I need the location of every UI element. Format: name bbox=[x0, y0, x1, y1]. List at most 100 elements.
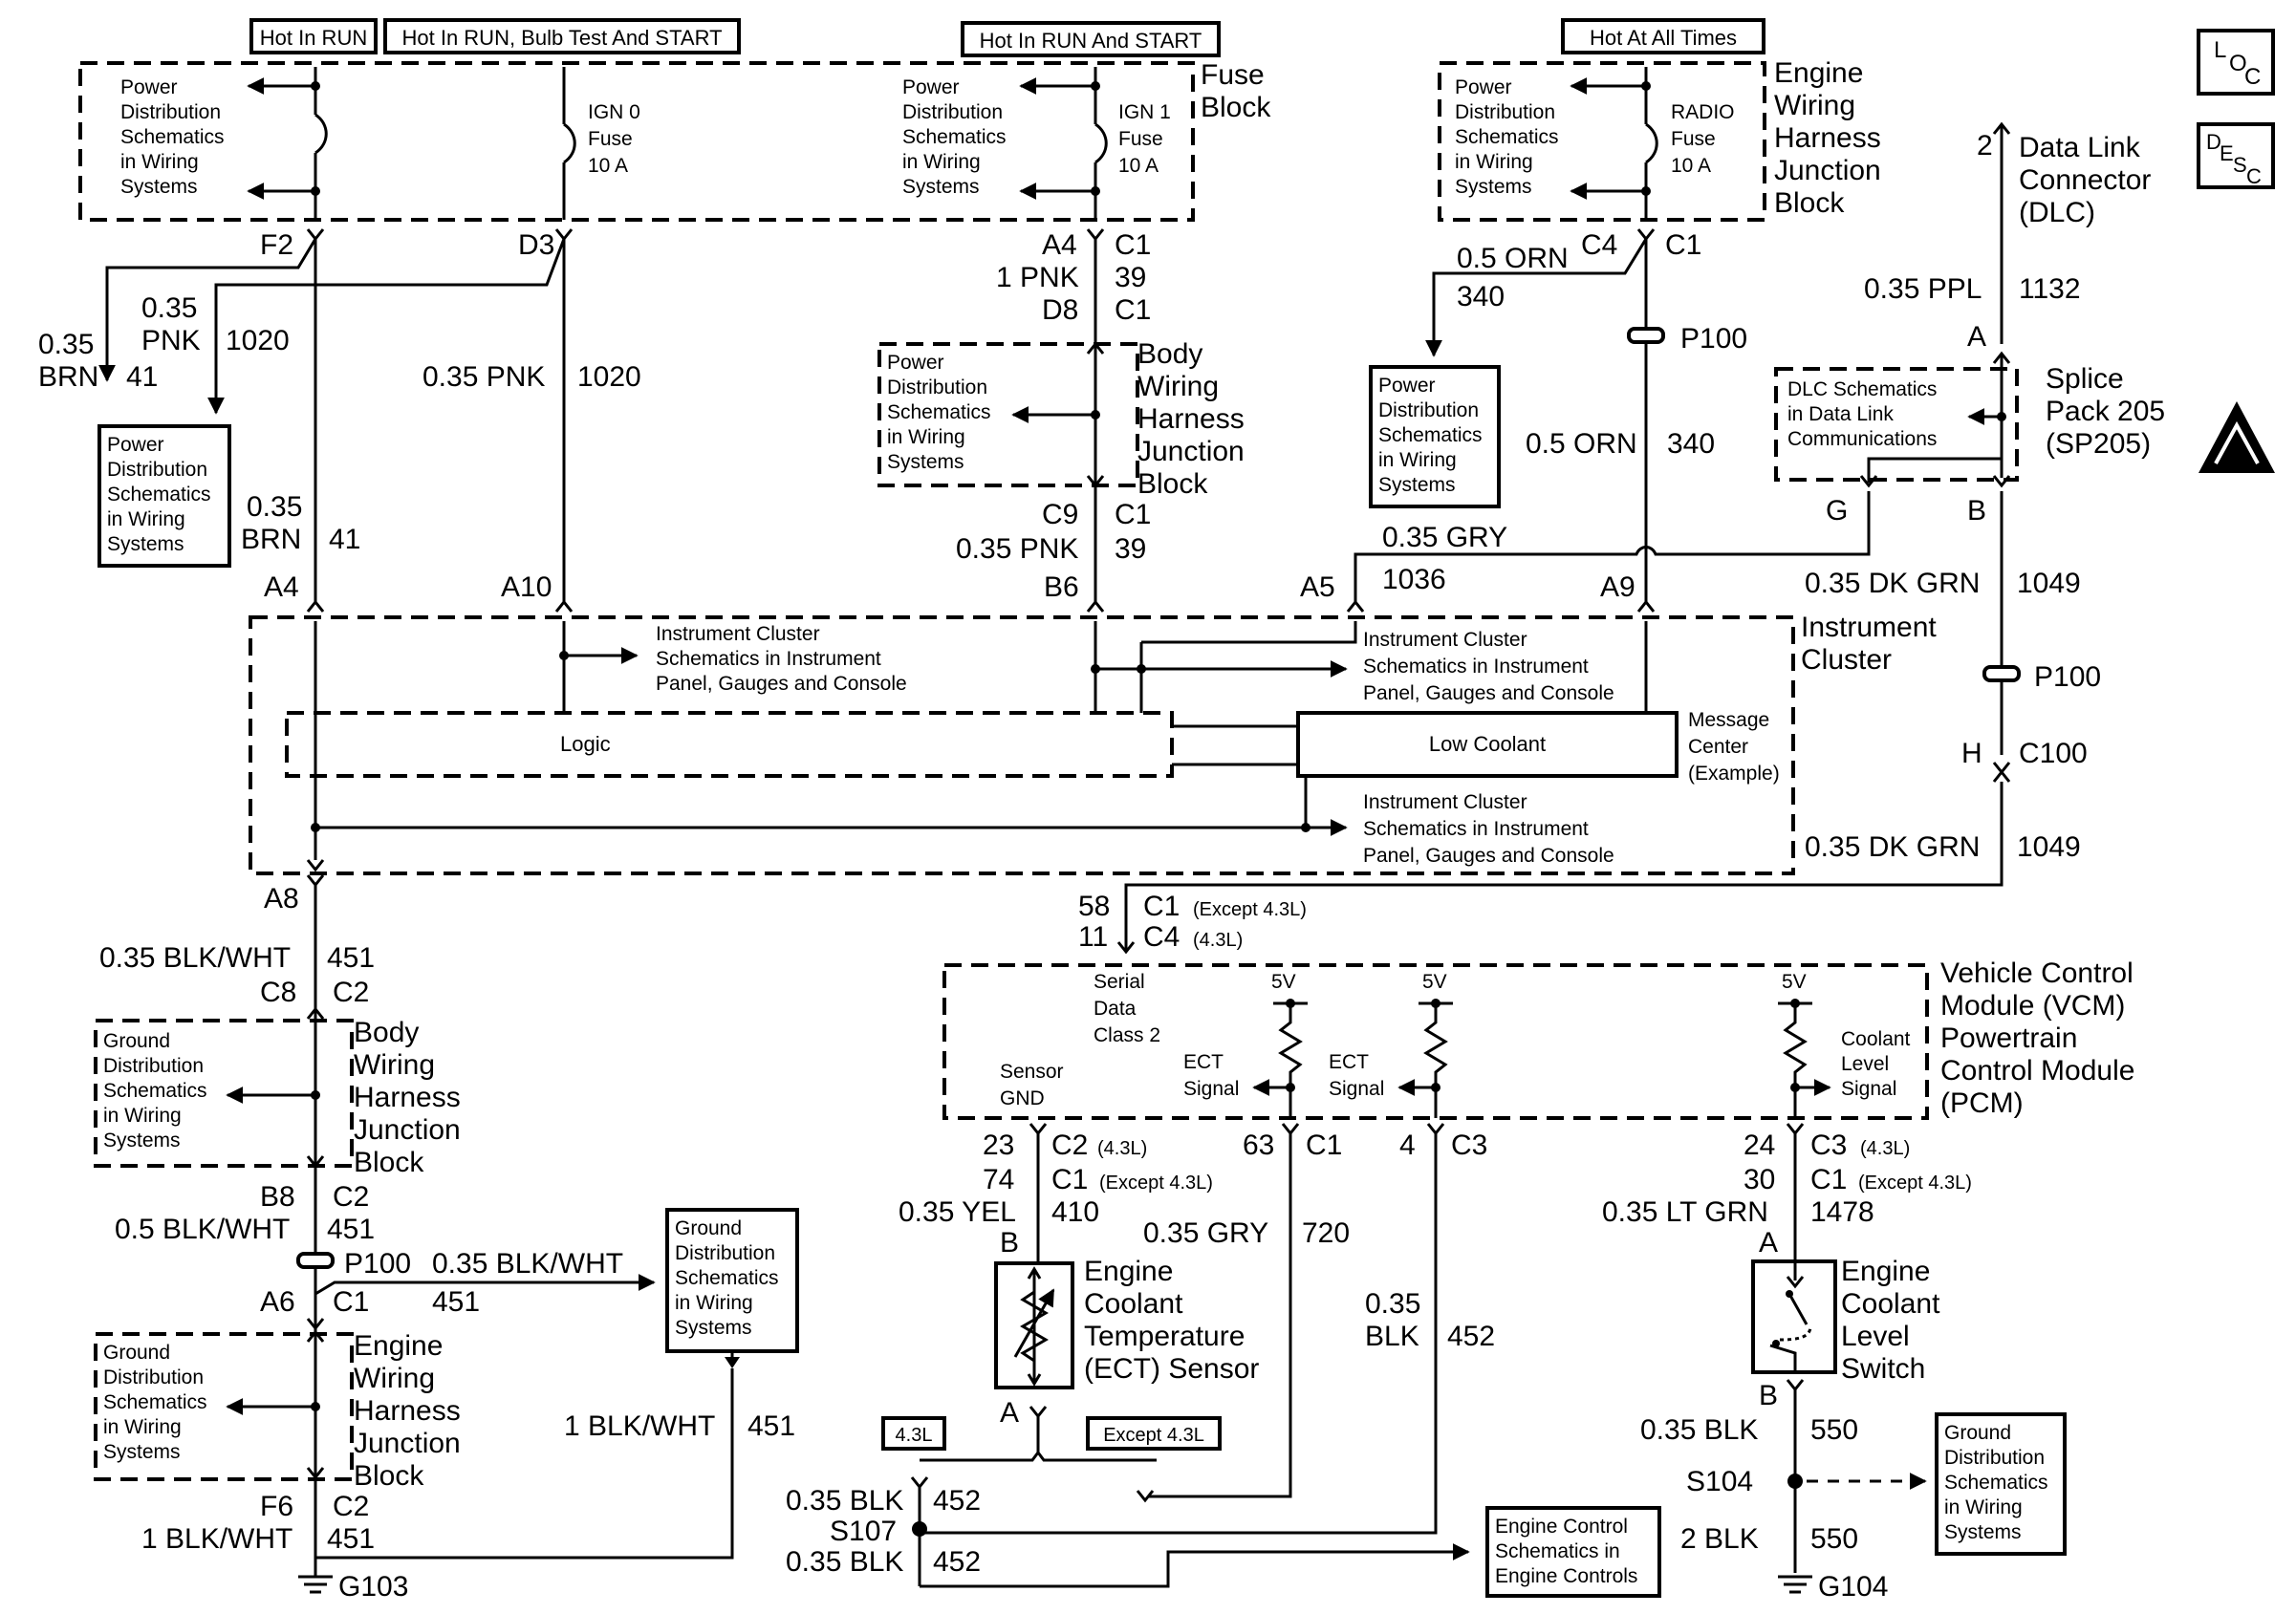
ic-ref-1: Instrument Cluster Schematics in Instrum… bbox=[656, 623, 907, 695]
ic-title: Instrument Cluster bbox=[1801, 612, 1944, 676]
ls-c1: C1 bbox=[1810, 1164, 1847, 1195]
a4-left-pin: A4 bbox=[264, 571, 299, 603]
ect-pin-b: B bbox=[1000, 1227, 1019, 1259]
bj-c1c: C1 bbox=[1115, 499, 1151, 530]
gl-c1: C1 bbox=[333, 1286, 369, 1318]
vcm-pcm: 58 C1 (Except 4.3L) 11 C4 (4.3L) Vehicle… bbox=[942, 891, 2143, 1120]
sp205-title: Splice Pack 205 (SP205) bbox=[2046, 363, 2173, 460]
vcm-except-note: (Except 4.3L) bbox=[1193, 899, 1307, 920]
gl-wire-1-circuit: 451 bbox=[327, 942, 375, 974]
rb-orn-mid: 0.5 ORN bbox=[1526, 428, 1637, 460]
ign0-fuse-label: IGN 0 Fuse 10 A bbox=[588, 101, 646, 177]
bj-a4: A4 bbox=[1042, 229, 1077, 261]
brn-color: BRN bbox=[38, 361, 98, 393]
ls-lt-grn: 0.35 LT GRN bbox=[1602, 1196, 1768, 1228]
ewh-power-dist: Power Distribution Schematics in Wiring … bbox=[1455, 76, 1564, 198]
loc-icon[interactable]: L O C bbox=[2197, 29, 2275, 96]
hot-in-run-label: Hot In RUN bbox=[260, 26, 367, 50]
ect-pin-a: A bbox=[1000, 1397, 1019, 1429]
header-hot-in-run-bulb: Hot In RUN, Bulb Test And START bbox=[383, 18, 741, 54]
ect-blk-circuit: 452 bbox=[1447, 1321, 1495, 1352]
gl-a6: A6 bbox=[260, 1286, 295, 1318]
coolant-level-switch: 24 C3 (4.3L) 30 C1 (Except 4.3L) 0.35 LT… bbox=[1602, 1123, 2067, 1603]
loc-letter-l: L bbox=[2214, 37, 2226, 63]
ect-c1b: C1 bbox=[1306, 1130, 1342, 1161]
ls-pin-a: A bbox=[1759, 1227, 1778, 1259]
f2-pin: F2 bbox=[260, 229, 293, 261]
brn41-size: 0.35 bbox=[247, 491, 302, 523]
ect-gry-circuit: 720 bbox=[1302, 1217, 1350, 1249]
rb-dk-grn: 0.35 DK GRN bbox=[1805, 568, 1980, 599]
loc-letter-o: O bbox=[2229, 51, 2247, 76]
vcm-title: Vehicle Control Module (VCM) Powertrain … bbox=[1940, 958, 2143, 1119]
rb-orn: 0.5 ORN bbox=[1457, 243, 1569, 274]
sp205-pin-b: B bbox=[1967, 495, 1986, 527]
gl-engine-title: Engine Wiring Harness Junction Block bbox=[354, 1330, 468, 1492]
pnk-1020-mid-circuit: 1020 bbox=[577, 361, 641, 393]
rb-c100: C100 bbox=[2019, 738, 2088, 769]
ls-pin-b: B bbox=[1759, 1380, 1778, 1411]
ect-blk-2-circuit: 452 bbox=[933, 1546, 981, 1578]
header-hot-at-all-times: Hot At All Times bbox=[1561, 18, 1765, 54]
sp205-dlc-schematics: DLC Schematics in Data Link Communicatio… bbox=[1787, 378, 1942, 450]
gl-ground-dist-box: Ground Distribution Schematics in Wiring… bbox=[675, 1217, 784, 1339]
vcm-sensor-gnd: Sensor GND bbox=[1000, 1061, 1069, 1109]
ect-blk-2: 0.35 BLK bbox=[786, 1546, 903, 1578]
radio-branch: C4 C1 0.5 ORN 340 Power Distribution Sch… bbox=[1124, 228, 2101, 952]
radio-fuse-label: RADIO Fuse 10 A bbox=[1671, 101, 1740, 177]
ground-path-left: 0.35 BLK/WHT 451 C8 C2 Ground Distributi… bbox=[94, 874, 799, 1603]
splice-pack-205: A Splice Pack 205 (SP205) DLC Schematics… bbox=[1774, 321, 2173, 527]
desc-icon[interactable]: D E S C bbox=[2197, 122, 2275, 189]
rb-c1: C1 bbox=[1665, 229, 1701, 261]
vcm-c1: C1 bbox=[1143, 891, 1180, 922]
ect-except-note: (Except 4.3L) bbox=[1099, 1173, 1213, 1194]
gl-ground-dist-2: Ground Distribution Schematics in Wiring… bbox=[103, 1342, 212, 1463]
power-dist-left: Power Distribution Schematics in Wiring … bbox=[107, 434, 216, 555]
vcm-serial: Serial Data Class 2 bbox=[1094, 971, 1160, 1046]
ls-pin-24: 24 bbox=[1744, 1130, 1775, 1161]
bj-top-title: Body Wiring Harness Junction Block bbox=[1137, 338, 1252, 500]
vcm-ect-signal-2: ECT Signal bbox=[1329, 1051, 1384, 1100]
instrument-cluster: Instrument Cluster Instrument Cluster Sc… bbox=[249, 612, 1944, 915]
ect-box-except: Except 4.3L bbox=[1103, 1425, 1204, 1446]
ect-gry: 0.35 GRY bbox=[1143, 1217, 1268, 1249]
bj-power-dist: Power Distribution Schematics in Wiring … bbox=[887, 352, 996, 473]
ect-box-43: 4.3L bbox=[896, 1425, 933, 1446]
ls-title: Engine Coolant Level Switch bbox=[1841, 1256, 1948, 1385]
vcm-pin-11: 11 bbox=[1078, 921, 1108, 953]
gl-g103: G103 bbox=[338, 1571, 408, 1603]
rb-p100: P100 bbox=[1680, 323, 1747, 355]
rb-dk-grn-2: 0.35 DK GRN bbox=[1805, 831, 1980, 863]
ic-low-coolant: Low Coolant bbox=[1429, 732, 1546, 756]
gl-c2c: C2 bbox=[333, 1491, 369, 1522]
rb-gry-circuit: 1036 bbox=[1382, 564, 1446, 595]
gl-p100: P100 bbox=[344, 1248, 411, 1280]
ls-g104: G104 bbox=[1818, 1571, 1888, 1603]
gl-c2: C2 bbox=[333, 977, 369, 1008]
ls-s104: S104 bbox=[1686, 1466, 1753, 1497]
ewh-junction-title: Engine Wiring Harness Junction Block bbox=[1774, 57, 1889, 219]
power-dist-fuse-right: Power Distribution Schematics in Wiring … bbox=[902, 76, 1011, 198]
vcm-coolant-level: Coolant Level Signal bbox=[1841, 1028, 1916, 1100]
ect-blk-color: BLK bbox=[1365, 1321, 1419, 1352]
bj-wire-2: 0.35 PNK bbox=[956, 533, 1078, 565]
bj-c1b: C1 bbox=[1115, 294, 1151, 326]
rb-p100b: P100 bbox=[2034, 661, 2101, 693]
gl-body-title: Body Wiring Harness Junction Block bbox=[354, 1017, 468, 1178]
gl-f6: F6 bbox=[260, 1491, 293, 1522]
bj-b6: B6 bbox=[1044, 571, 1079, 603]
hot-in-run-bulb-label: Hot In RUN, Bulb Test And START bbox=[401, 26, 722, 50]
gl-c2b: C2 bbox=[333, 1181, 369, 1213]
dlc-pin-2: 2 bbox=[1977, 130, 1993, 161]
ect-s107: S107 bbox=[830, 1516, 897, 1547]
ls-c3: C3 bbox=[1810, 1130, 1847, 1161]
rb-orn-mid-circuit: 340 bbox=[1667, 428, 1715, 460]
ect-pin-23: 23 bbox=[983, 1130, 1014, 1161]
bj-wire-1-circuit: 39 bbox=[1115, 262, 1146, 293]
desc-letter-c2: C bbox=[2246, 164, 2262, 188]
gl-c8: C8 bbox=[260, 977, 296, 1008]
desc-letter-s: S bbox=[2233, 153, 2247, 177]
dlc-wire-color: 0.35 PPL bbox=[1864, 273, 1982, 305]
ic-message-center: Message Center (Example) bbox=[1688, 709, 1780, 785]
